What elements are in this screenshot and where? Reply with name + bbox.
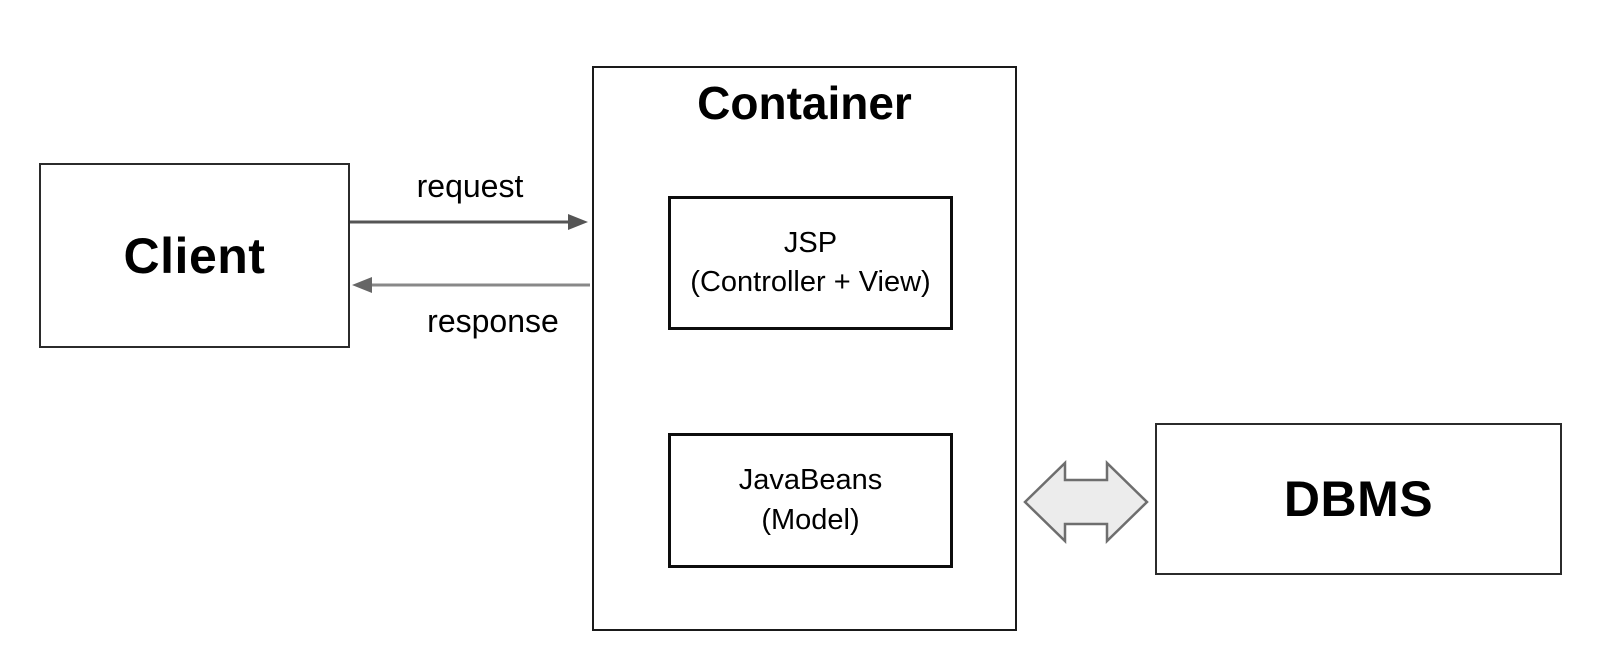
jsp-label-line1: JSP bbox=[783, 226, 838, 259]
javabeans-label-line2: (Model) bbox=[761, 503, 860, 536]
response-arrow-label: response bbox=[427, 303, 559, 339]
client-box: Client bbox=[39, 163, 350, 348]
jsp-box: JSP (Controller + View) bbox=[668, 196, 953, 330]
bidirectional-arrow-icon bbox=[1023, 460, 1149, 544]
dbms-box: DBMS bbox=[1155, 423, 1562, 575]
javabeans-label-line1: JavaBeans bbox=[738, 464, 883, 497]
dbms-label: DBMS bbox=[1283, 471, 1434, 527]
jsp-label-line2: (Controller + View) bbox=[690, 266, 931, 298]
request-arrow-label: request bbox=[416, 168, 524, 204]
javabeans-box: JavaBeans (Model) bbox=[668, 433, 953, 568]
request-arrow-icon bbox=[350, 214, 588, 230]
client-label: Client bbox=[123, 227, 266, 284]
response-arrow-icon bbox=[352, 277, 590, 293]
container-title: Container bbox=[697, 77, 912, 129]
